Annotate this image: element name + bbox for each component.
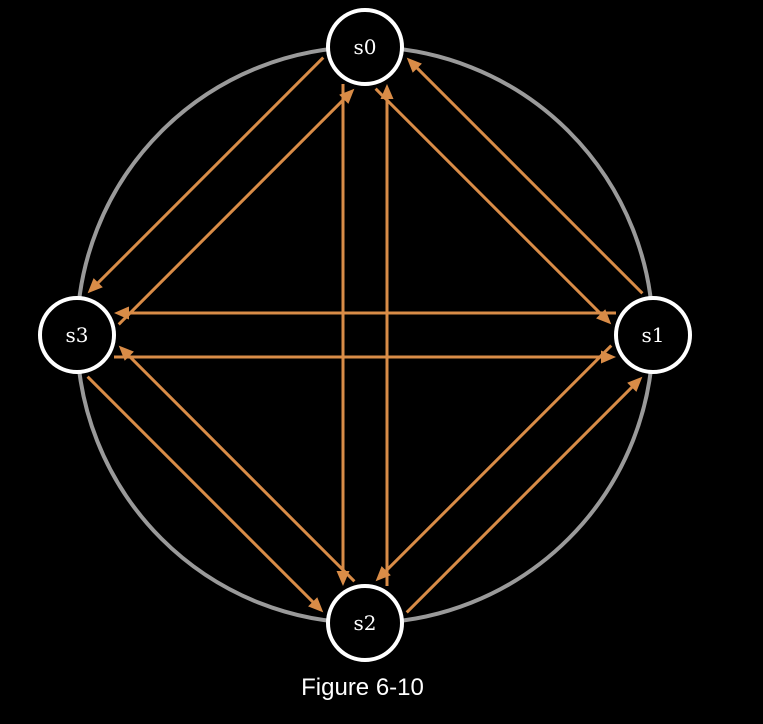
arrowhead [601, 350, 616, 364]
arrowhead [406, 57, 422, 73]
node-circle [326, 8, 404, 86]
edge-s0-to-s1 [374, 87, 612, 325]
node-label: s2 [354, 611, 377, 635]
edge-line [414, 65, 644, 295]
edge-s3-to-s1 [114, 350, 616, 364]
arrowhead [308, 597, 324, 613]
edge-s3-to-s2 [86, 375, 324, 613]
edge-line [117, 96, 347, 326]
hash-ring [75, 45, 655, 625]
arrowhead [118, 345, 134, 361]
arrowhead [375, 566, 391, 582]
arrowhead [114, 306, 129, 320]
edge-s0-to-s3 [87, 56, 325, 294]
arrowhead [627, 376, 643, 392]
node-label: s1 [642, 323, 665, 347]
node-s2: s2 [326, 584, 404, 662]
edge-s2-to-s0 [380, 84, 394, 586]
nodes: s0 s1 s2 s3 [38, 8, 692, 662]
arrowhead [596, 309, 612, 325]
edge-s1-to-s3 [114, 306, 616, 320]
edge-line [405, 384, 635, 614]
edge-s1-to-s2 [375, 344, 613, 582]
edge-s2-to-s3 [118, 345, 356, 583]
node-s3: s3 [38, 296, 116, 374]
node-s0: s0 [326, 8, 404, 86]
edge-line [95, 56, 325, 286]
arrowhead [87, 278, 103, 294]
figure-caption: Figure 6-10 [301, 674, 424, 701]
edge-line [86, 375, 316, 605]
node-s1: s1 [614, 296, 692, 374]
edge-s1-to-s0 [406, 57, 644, 295]
arrowhead [339, 88, 355, 104]
node-circle [326, 584, 404, 662]
node-label: s3 [66, 323, 89, 347]
edge-s3-to-s0 [117, 88, 355, 326]
edges [86, 56, 644, 614]
arrowhead [380, 84, 394, 99]
edge-s2-to-s1 [405, 376, 643, 614]
node-circle [38, 296, 116, 374]
node-label: s0 [354, 35, 377, 59]
edge-line [383, 344, 613, 574]
edge-line [374, 87, 604, 317]
edge-s0-to-s2 [336, 84, 350, 586]
node-circle [614, 296, 692, 374]
edge-line [126, 353, 356, 583]
